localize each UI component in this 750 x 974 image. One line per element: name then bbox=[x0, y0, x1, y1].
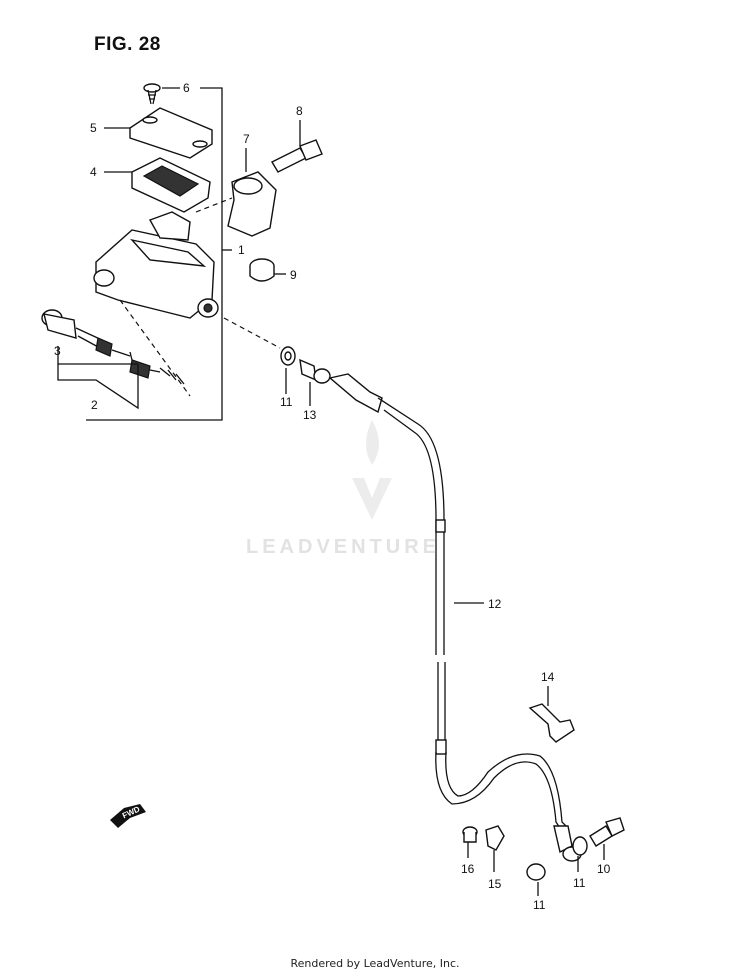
lower-union-bolt-part bbox=[589, 817, 625, 847]
diaphragm-part bbox=[131, 157, 211, 213]
callout-11-lower: 11 bbox=[533, 898, 546, 912]
flow-dash bbox=[223, 317, 281, 349]
callout-3: 3 bbox=[54, 344, 61, 358]
forward-arrow-icon bbox=[110, 804, 146, 828]
footer-credit: Rendered by LeadVenture, Inc. bbox=[290, 957, 460, 970]
callout-13: 13 bbox=[303, 408, 317, 422]
figure-title: FIG. 28 bbox=[94, 34, 161, 55]
clamp-part bbox=[485, 825, 505, 851]
callout-7: 7 bbox=[243, 132, 250, 146]
callout-9: 9 bbox=[290, 268, 297, 282]
callout-8: 8 bbox=[296, 104, 303, 118]
callout-4: 4 bbox=[90, 165, 97, 179]
callout-15: 15 bbox=[488, 877, 502, 891]
leader-2 bbox=[57, 364, 139, 410]
holder-part bbox=[227, 171, 277, 237]
callout-12: 12 bbox=[488, 597, 502, 611]
lower-washer-part bbox=[526, 836, 588, 881]
bolt-part bbox=[271, 139, 323, 173]
callout-5: 5 bbox=[90, 121, 97, 135]
callout-2: 2 bbox=[91, 398, 98, 412]
hose-bracket-part bbox=[528, 703, 575, 743]
callout-6: 6 bbox=[183, 81, 190, 95]
screw-part bbox=[143, 83, 161, 105]
watermark-text: LEADVENTURE bbox=[246, 536, 441, 558]
boot-part bbox=[249, 258, 275, 282]
callout-10: 10 bbox=[597, 862, 611, 876]
piston-set-part bbox=[41, 299, 191, 397]
washer-part bbox=[280, 346, 296, 366]
callout-11-right: 11 bbox=[573, 876, 586, 890]
assembly-bracket bbox=[86, 87, 223, 421]
master-cylinder-part bbox=[93, 197, 233, 319]
callout-14: 14 bbox=[541, 670, 555, 684]
callout-1: 1 bbox=[238, 243, 245, 257]
small-bolt-part bbox=[462, 826, 478, 843]
callout-11-upper: 11 bbox=[280, 395, 293, 409]
watermark-logo bbox=[352, 420, 392, 520]
callout-16: 16 bbox=[461, 862, 475, 876]
reservoir-cap-part bbox=[129, 107, 213, 159]
union-bolt-part bbox=[299, 358, 331, 384]
